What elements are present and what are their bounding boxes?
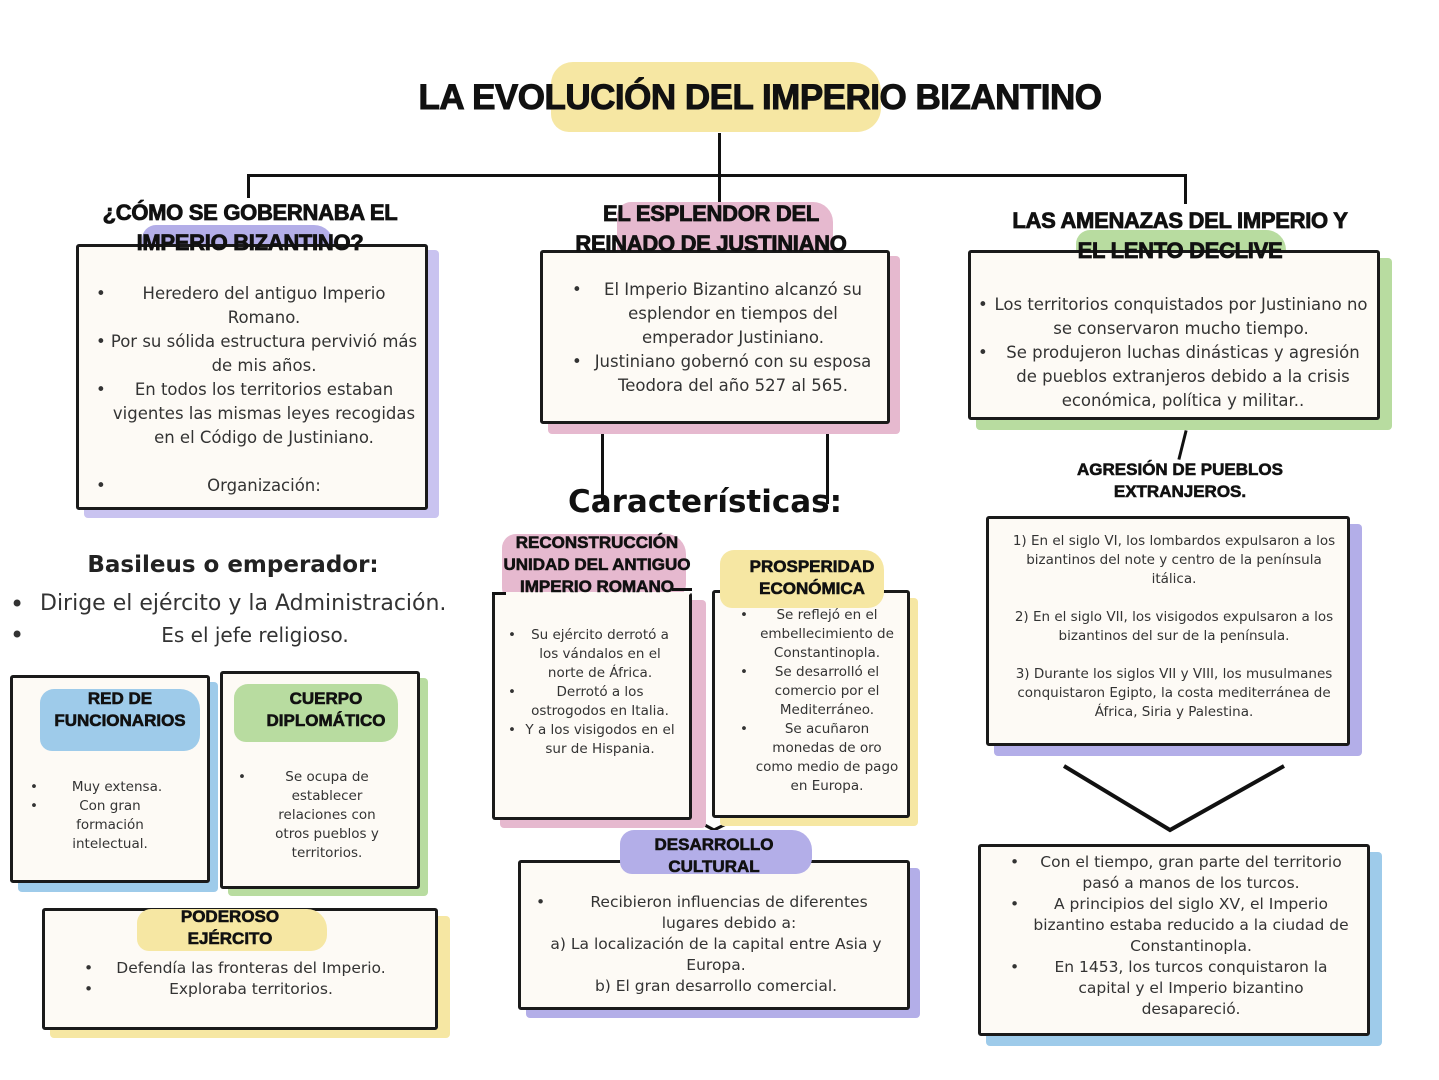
connector-declive-agresion bbox=[1177, 430, 1188, 460]
prosperidad-list: Se reflejó en el embellecimiento de Cons… bbox=[740, 606, 900, 796]
cultural-point-b: b) El gran desarrollo comercial. bbox=[594, 977, 838, 995]
list-item: Dirige el ejército y la Administración. bbox=[10, 588, 470, 620]
list-item: Es el jefe religioso. bbox=[10, 620, 470, 650]
list-item: Su ejército derrotó a los vándalos en el… bbox=[508, 626, 678, 683]
title-highlight bbox=[551, 62, 881, 132]
reconstruccion-list: Su ejército derrotó a los vándalos en el… bbox=[508, 626, 678, 759]
list-item: Y a los visigodos en el sur de Hispania. bbox=[508, 721, 678, 759]
heading-line: AGRESIÓN DE PUEBLOS bbox=[1077, 460, 1284, 480]
heading-line: PODEROSO bbox=[180, 907, 280, 927]
connector-right-drop bbox=[1184, 174, 1187, 204]
heading-highlight-yellow bbox=[137, 909, 327, 951]
heading-funcionarios: RED DE FUNCIONARIOS bbox=[30, 688, 210, 732]
list-item: Se reflejó en el embellecimiento de Cons… bbox=[740, 606, 900, 663]
heading-line: EL LENTO DECLIVE bbox=[1077, 238, 1283, 264]
connector-v-arrow bbox=[1062, 764, 1285, 833]
heading-cultural: DESARROLLO CULTURAL bbox=[624, 834, 804, 878]
agresion-item: 1) En el siglo VI, los lombardos expulsa… bbox=[1012, 533, 1336, 587]
list-item: Recibieron influencias de diferentes lug… bbox=[536, 892, 896, 934]
funcionarios-list: Muy extensa. Con gran formación intelect… bbox=[30, 778, 190, 854]
heading-line: CUERPO bbox=[289, 689, 363, 709]
list-item: Con gran formación intelectual. bbox=[30, 797, 190, 854]
heading-line: UNIDAD DEL ANTIGUO bbox=[503, 555, 691, 575]
list-item: El Imperio Bizantino alcanzó su esplendo… bbox=[572, 278, 876, 350]
list-item: Justiniano gobernó con su esposa Teodora… bbox=[572, 350, 876, 398]
page-title: LA EVOLUCIÓN DEL IMPERIO BIZANTINO bbox=[418, 78, 1103, 118]
list-item: Por su sólida estructura pervivió más de… bbox=[96, 330, 420, 378]
agresion-list: 1) En el siglo VI, los lombardos expulsa… bbox=[1004, 532, 1344, 722]
connector-title-vertical bbox=[718, 133, 721, 233]
ejercito-list: Defendía las fronteras del Imperio. Expl… bbox=[84, 958, 404, 1000]
list-item: En 1453, los turcos conquistaron la capi… bbox=[1010, 957, 1350, 1020]
heading-highlight-blue bbox=[40, 689, 200, 751]
heading-line: DESARROLLO bbox=[654, 835, 774, 855]
connector-horizontal-bar bbox=[247, 174, 1187, 177]
declive-list: Los territorios conquistados por Justini… bbox=[978, 293, 1368, 413]
heading-highlight-yellow bbox=[720, 550, 884, 608]
box-agresion bbox=[986, 516, 1350, 746]
list-item: Con el tiempo, gran parte del territorio… bbox=[1010, 852, 1350, 894]
list-item: Derrotó a los ostrogodos en Italia. bbox=[508, 683, 678, 721]
caracteristicas-label: Características: bbox=[567, 484, 843, 520]
heading-line: IMPERIO BIZANTINO? bbox=[136, 230, 364, 256]
list-item: Se desarrolló el comercio por el Mediter… bbox=[740, 663, 900, 720]
list-item: Se ocupa de establecer relaciones con ot… bbox=[238, 768, 408, 863]
heading-diplomatico: CUERPO DIPLOMÁTICO bbox=[236, 688, 416, 732]
list-item: Organización: bbox=[96, 474, 420, 498]
list-item: Heredero del antiguo Imperio Romano. bbox=[96, 282, 420, 330]
heading-line: FUNCIONARIOS bbox=[54, 711, 186, 731]
basileus-list: Dirige el ejército y la Administración. … bbox=[10, 588, 470, 650]
section-heading-declive: LAS AMENAZAS DEL IMPERIO Y EL LENTO DECL… bbox=[970, 206, 1390, 266]
list-item: Muy extensa. bbox=[30, 778, 190, 797]
box-top-edge bbox=[492, 592, 506, 595]
heading-highlight-purple bbox=[620, 830, 812, 874]
heading-line: ECONÓMICA bbox=[759, 579, 865, 599]
basileus-title: Basileus o emperador: bbox=[87, 552, 379, 578]
agresion-item: 3) Durante los siglos VII y VIII, los mu… bbox=[1015, 666, 1333, 720]
justiniano-list: El Imperio Bizantino alcanzó su esplendo… bbox=[572, 278, 876, 398]
diplomatico-list: Se ocupa de establecer relaciones con ot… bbox=[238, 768, 408, 863]
final-list: Con el tiempo, gran parte del territorio… bbox=[1010, 852, 1350, 1020]
heading-line: DIPLOMÁTICO bbox=[266, 711, 386, 731]
list-item: Exploraba territorios. bbox=[84, 979, 404, 1000]
heading-line: REINADO DE JUSTINIANO bbox=[575, 231, 847, 257]
heading-reconstruccion: RECONSTRUCCIÓN UNIDAD DEL ANTIGUO IMPERI… bbox=[492, 532, 702, 598]
heading-line: LAS AMENAZAS DEL IMPERIO Y bbox=[1012, 208, 1348, 234]
connector-justiniano-left bbox=[601, 430, 604, 504]
list-item: Los territorios conquistados por Justini… bbox=[978, 293, 1368, 341]
gobierno-list: Heredero del antiguo Imperio Romano. Por… bbox=[96, 282, 420, 498]
heading-line: EXTRANJEROS. bbox=[1113, 482, 1247, 502]
list-item: Se produjeron luchas dinásticas y agresi… bbox=[978, 341, 1368, 413]
agresion-item: 2) En el siglo VII, los visigodos expuls… bbox=[1014, 609, 1334, 644]
heading-ejercito: PODEROSO EJÉRCITO bbox=[140, 906, 320, 950]
section-heading-justiniano: EL ESPLENDOR DEL REINADO DE JUSTINIANO bbox=[530, 199, 892, 259]
section-heading-gobierno: ¿CÓMO SE GOBERNABA EL IMPERIO BIZANTINO? bbox=[60, 198, 440, 258]
connector-left-drop bbox=[247, 174, 250, 198]
heading-line: RECONSTRUCCIÓN bbox=[515, 533, 679, 553]
heading-line: ¿CÓMO SE GOBERNABA EL bbox=[102, 200, 398, 226]
box-cultural bbox=[518, 860, 910, 1010]
heading-line: RED DE bbox=[87, 689, 153, 709]
heading-highlight-green bbox=[234, 684, 398, 742]
list-item: A principios del siglo XV, el Imperio bi… bbox=[1010, 894, 1350, 957]
connector-justiniano-right bbox=[826, 430, 829, 504]
cultural-point-a: a) La localización de la capital entre A… bbox=[550, 935, 882, 974]
heading-line: CULTURAL bbox=[668, 857, 760, 877]
heading-highlight-pink bbox=[502, 534, 686, 600]
list-item: Se acuñaron monedas de oro como medio de… bbox=[740, 720, 900, 796]
heading-line: EJÉRCITO bbox=[187, 929, 273, 949]
cultural-text: Recibieron influencias de diferentes lug… bbox=[536, 892, 896, 997]
heading-line: IMPERIO ROMANO bbox=[520, 577, 675, 597]
heading-line: EL ESPLENDOR DEL bbox=[602, 201, 820, 227]
heading-line: PROSPERIDAD bbox=[749, 557, 875, 577]
heading-agresion: AGRESIÓN DE PUEBLOS EXTRANJEROS. bbox=[1040, 459, 1320, 503]
heading-prosperidad: PROSPERIDAD ECONÓMICA bbox=[722, 556, 902, 600]
list-item: En todos los territorios estaban vigente… bbox=[96, 378, 420, 450]
box-top-edge bbox=[672, 588, 692, 591]
list-item: Defendía las fronteras del Imperio. bbox=[84, 958, 404, 979]
